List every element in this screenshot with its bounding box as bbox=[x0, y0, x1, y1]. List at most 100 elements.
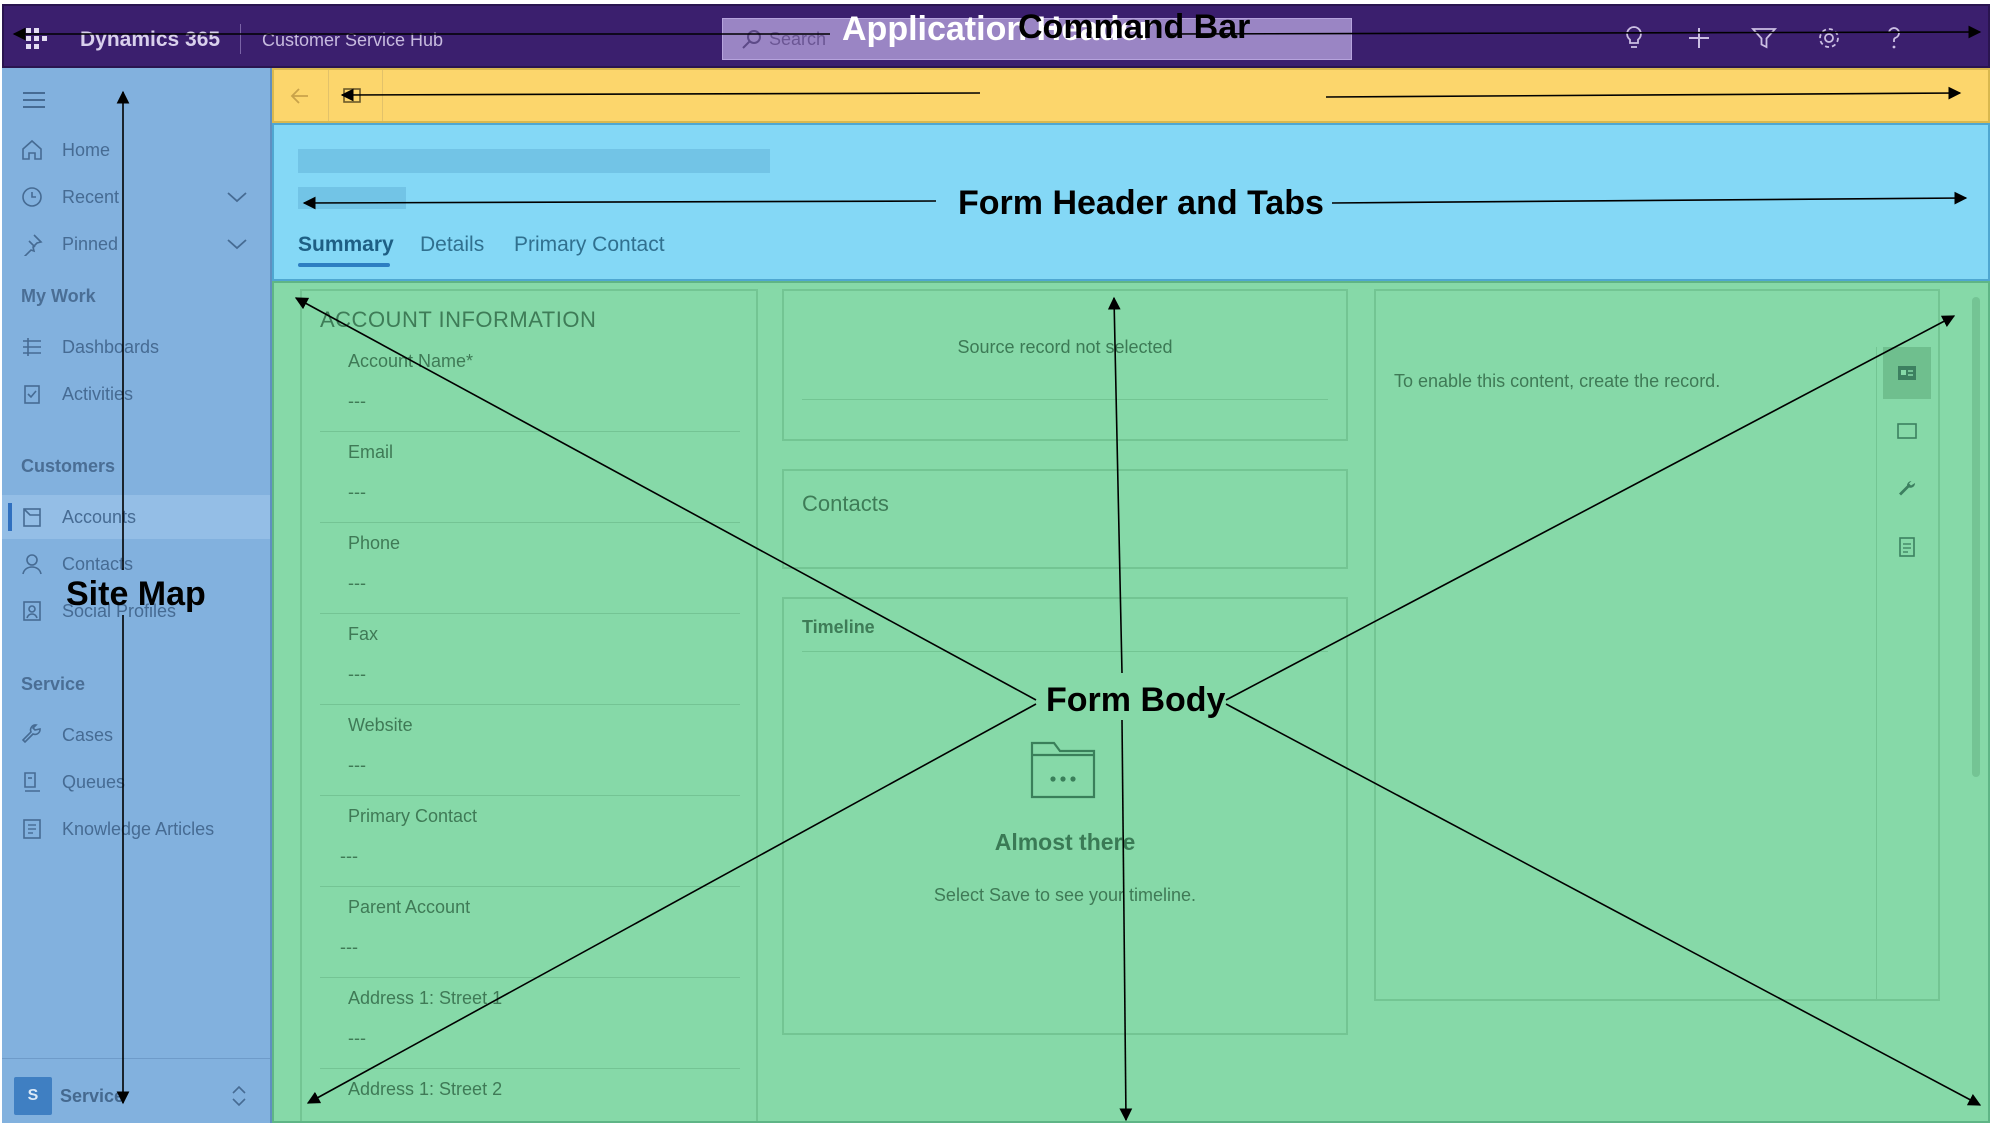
sitemap-group-title: Customers bbox=[21, 456, 116, 476]
lightbulb-icon[interactable] bbox=[1620, 24, 1648, 52]
field-label: Account Name* bbox=[348, 351, 474, 371]
tab-primary-contact[interactable]: Primary Contact bbox=[514, 233, 665, 256]
article-icon bbox=[23, 819, 41, 839]
sitemap-item-recent[interactable]: Recent bbox=[2, 175, 270, 219]
folder-icon bbox=[1030, 741, 1096, 799]
field-account-name[interactable]: Account Name* --- bbox=[320, 341, 740, 432]
rail-button-window[interactable] bbox=[1883, 405, 1931, 457]
contact-card-icon bbox=[1898, 366, 1916, 380]
rail-button-wrench[interactable] bbox=[1883, 463, 1931, 515]
field-value[interactable]: --- bbox=[348, 391, 366, 411]
application-header: Dynamics 365 Customer Service Hub Search bbox=[2, 4, 1990, 68]
gear-icon[interactable] bbox=[1815, 24, 1843, 52]
brand-name[interactable]: Dynamics 365 bbox=[80, 28, 221, 51]
field-website[interactable]: Website--- bbox=[320, 705, 740, 796]
area-name: Service bbox=[60, 1086, 125, 1106]
open-window-icon[interactable] bbox=[342, 84, 364, 106]
window-icon bbox=[1897, 423, 1917, 439]
sitemap-item-accounts[interactable]: Accounts bbox=[2, 495, 270, 539]
sitemap-item-home[interactable]: Home bbox=[2, 128, 270, 172]
section-title: ACCOUNT INFORMATION bbox=[320, 307, 597, 332]
hamburger-icon[interactable] bbox=[22, 90, 46, 110]
account-information-section: ACCOUNT INFORMATION Account Name* --- Ema… bbox=[300, 289, 758, 1121]
field-address-street-2[interactable]: Address 1: Street 2 bbox=[320, 1069, 740, 1121]
site-map: Home Recent Pinned My Work Dashboards Ac… bbox=[2, 68, 272, 1123]
sitemap-item-dashboards[interactable]: Dashboards bbox=[2, 325, 270, 369]
rail-button-contact-card[interactable] bbox=[1883, 347, 1931, 399]
field-fax[interactable]: Fax --- bbox=[320, 614, 740, 705]
plus-icon[interactable] bbox=[1685, 24, 1713, 52]
field-value[interactable]: --- bbox=[348, 482, 366, 502]
sitemap-item-label: Recent bbox=[62, 187, 120, 207]
header-divider bbox=[240, 24, 241, 54]
label-site-map: Site Map bbox=[66, 575, 206, 613]
related-panel: To enable this content, create the recor… bbox=[1374, 289, 1940, 1001]
tab-summary[interactable]: Summary bbox=[298, 233, 394, 256]
command-divider bbox=[328, 70, 329, 121]
sitemap-item-label: Dashboards bbox=[62, 337, 160, 357]
field-parent-account[interactable]: Parent Account--- bbox=[320, 887, 740, 978]
wrench-icon bbox=[1899, 481, 1916, 496]
clipboard-icon bbox=[24, 385, 40, 404]
scrollbar[interactable] bbox=[1972, 297, 1980, 777]
chevron-up-down-icon[interactable] bbox=[230, 1083, 248, 1109]
label-application-header: Application Header bbox=[842, 10, 1152, 48]
sitemap-item-queues[interactable]: Queues bbox=[2, 760, 270, 804]
sitemap-item-cases[interactable]: Cases bbox=[2, 713, 270, 757]
sitemap-item-pinned[interactable]: Pinned bbox=[2, 222, 270, 266]
waffle-icon[interactable] bbox=[24, 26, 50, 52]
area-switcher[interactable]: S Service bbox=[2, 1058, 270, 1123]
label-form-body: Form Body bbox=[1046, 681, 1226, 719]
sitemap-item-contacts[interactable]: Contacts bbox=[2, 542, 270, 586]
timeline-heading: Almost there bbox=[994, 829, 1136, 855]
timeline-subtext: Select Save to see your timeline. bbox=[933, 885, 1197, 905]
area-badge: S bbox=[14, 1077, 52, 1115]
sitemap-item-label: Accounts bbox=[62, 507, 137, 527]
selection-indicator bbox=[8, 503, 12, 531]
tab-details[interactable]: Details bbox=[420, 233, 485, 256]
sitemap-item-label: Pinned bbox=[62, 234, 119, 254]
filter-icon[interactable] bbox=[1750, 24, 1778, 52]
field-value[interactable]: --- bbox=[348, 664, 366, 684]
search-icon bbox=[742, 30, 761, 49]
sitemap-item-label: Social Profiles bbox=[62, 601, 177, 621]
contacts-title: Contacts bbox=[802, 491, 889, 516]
document-icon bbox=[1899, 537, 1915, 557]
dashboard-icon bbox=[23, 338, 41, 356]
rail-button-document[interactable] bbox=[1883, 521, 1931, 573]
timeline-title: Timeline bbox=[802, 617, 875, 637]
app-name[interactable]: Customer Service Hub bbox=[262, 30, 444, 50]
field-email[interactable]: Email --- bbox=[320, 432, 740, 523]
sitemap-item-activities[interactable]: Activities bbox=[2, 372, 270, 416]
chevron-down-icon[interactable] bbox=[226, 236, 248, 252]
back-arrow-icon[interactable] bbox=[288, 84, 312, 108]
field-label: Address 1: Street 2 bbox=[348, 1079, 503, 1099]
sitemap-item-label: Knowledge Articles bbox=[62, 819, 215, 839]
home-icon bbox=[22, 139, 42, 160]
field-label: Fax bbox=[348, 624, 379, 644]
divider bbox=[802, 651, 1328, 652]
field-label: Email bbox=[348, 442, 394, 462]
search-placeholder: Search bbox=[769, 29, 827, 49]
field-address-street-1[interactable]: Address 1: Street 1--- bbox=[320, 978, 740, 1069]
timeline-card: Timeline Almost there Select Save to see… bbox=[782, 597, 1348, 1035]
side-rail bbox=[1876, 347, 1937, 999]
sitemap-item-knowledge-articles[interactable]: Knowledge Articles bbox=[2, 807, 270, 851]
field-value[interactable]: --- bbox=[348, 755, 366, 775]
sitemap-group-title: Service bbox=[21, 674, 86, 694]
clock-icon bbox=[22, 187, 42, 207]
field-phone[interactable]: Phone --- bbox=[320, 523, 740, 614]
chevron-down-icon[interactable] bbox=[226, 189, 248, 205]
sitemap-item-social-profiles[interactable]: Social Profiles bbox=[2, 589, 270, 633]
field-label: Phone bbox=[348, 533, 401, 553]
field-value[interactable]: --- bbox=[348, 1028, 366, 1048]
record-entity-placeholder bbox=[298, 187, 406, 209]
sitemap-item-label: Home bbox=[62, 140, 111, 160]
help-icon[interactable] bbox=[1880, 24, 1908, 52]
field-primary-contact[interactable]: Primary Contact--- bbox=[320, 796, 740, 887]
field-value[interactable]: --- bbox=[348, 573, 366, 593]
record-title-placeholder bbox=[298, 149, 770, 173]
field-value[interactable]: --- bbox=[340, 846, 358, 866]
related-panel-message: To enable this content, create the recor… bbox=[1394, 371, 1721, 391]
field-value[interactable]: --- bbox=[340, 937, 358, 957]
